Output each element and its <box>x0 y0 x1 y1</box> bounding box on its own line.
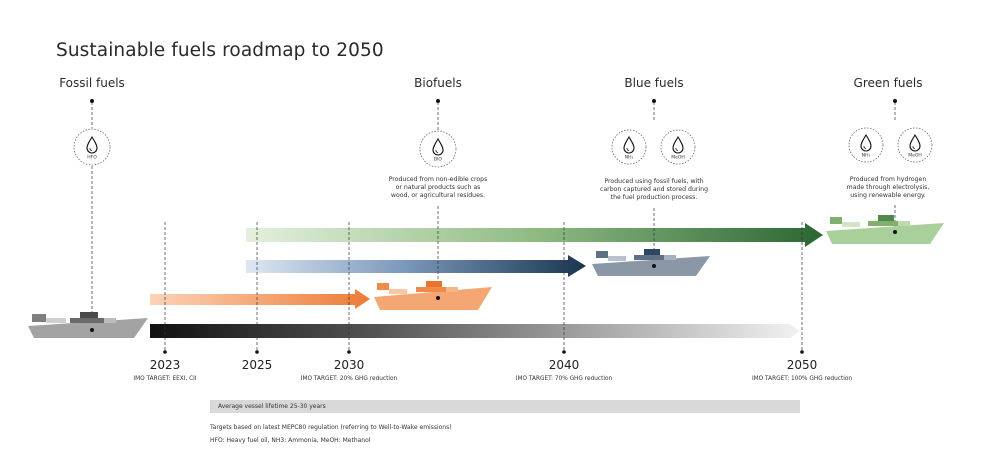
svg-text:HFO: HFO <box>87 155 97 161</box>
page-title: Sustainable fuels roadmap to 2050 <box>56 40 384 61</box>
blue-ship-icon <box>592 249 710 276</box>
bio-description-line: Produced from non-edible crops <box>388 176 488 183</box>
svg-text:NH₃: NH₃ <box>625 155 634 161</box>
green-description-line: using renewable energy. <box>850 192 926 199</box>
blue-description-line: carbon captured and stored during <box>599 186 709 193</box>
fuel-icon-hfo: HFO <box>73 128 111 166</box>
green-description-line: Produced from hydrogen <box>849 176 927 183</box>
fuel-icon-green-nh3: NH₃ <box>848 127 884 163</box>
year-2040: 2040 <box>548 358 580 372</box>
svg-text:MeOH: MeOH <box>671 155 685 161</box>
target-2023: IMO TARGET: EEXI, CII <box>133 376 197 382</box>
year-2023: 2023 <box>149 358 181 372</box>
target-2040: IMO TARGET: 70% GHG reduction <box>515 376 613 382</box>
green-description-line: made through electrolysis, <box>846 184 930 191</box>
svg-text:NH₃: NH₃ <box>862 153 871 159</box>
blue-description: Produced using fossil fuels, with carbon… <box>600 178 708 202</box>
connector-dots <box>90 99 897 103</box>
bio-arrow <box>150 289 370 309</box>
svg-text:MeOH: MeOH <box>908 153 922 159</box>
target-2050: IMO TARGET: 100% GHG reduction <box>751 376 853 382</box>
year-dots <box>163 350 804 354</box>
year-2050: 2050 <box>786 358 818 372</box>
year-lines <box>164 222 803 352</box>
category-bio-label: Biofuels <box>414 76 462 90</box>
fuel-icon-bio: BIO <box>419 130 457 168</box>
fuel-icon-blue-meoh: MeOH <box>660 129 696 165</box>
fuel-icon-blue-nh3: NH₃ <box>611 129 647 165</box>
category-fossil-label: Fossil fuels <box>59 76 125 90</box>
bio-description: Produced from non-edible crops or natura… <box>389 176 488 200</box>
blue-arrow <box>246 255 586 277</box>
blue-description-line: Produced using fossil fuels, with <box>604 178 704 185</box>
vessel-lifetime-bar: Average vessel lifetime 25-30 years <box>210 400 800 413</box>
green-description: Produced from hydrogen made through elec… <box>847 176 930 200</box>
vessel-lifetime-label: Average vessel lifetime 25-30 years <box>218 403 326 410</box>
svg-text:BIO: BIO <box>434 157 442 163</box>
fossil-ship-icon <box>28 312 148 338</box>
fuel-icon-green-meoh: MeOH <box>897 127 933 163</box>
regulation-note: Targets based on latest MEPC80 regulatio… <box>210 424 452 431</box>
fossil-arrow <box>150 324 800 338</box>
category-blue-label: Blue fuels <box>624 76 684 90</box>
blue-description-line: the fuel production process. <box>610 194 698 201</box>
year-2030: 2030 <box>333 358 365 372</box>
bio-ship-icon <box>374 281 492 310</box>
green-ship-icon <box>826 215 944 244</box>
abbreviation-note: HFO: Heavy fuel oil, NH3: Ammonia, MeOH:… <box>210 437 371 444</box>
category-green-label: Green fuels <box>853 76 923 90</box>
green-arrow <box>246 223 823 247</box>
year-2025: 2025 <box>241 358 273 372</box>
bio-description-line: wood, or agricultural residues. <box>390 192 486 199</box>
target-2030: IMO TARGET: 20% GHG reduction <box>300 376 398 382</box>
bio-description-line: or natural products such as <box>395 184 481 191</box>
